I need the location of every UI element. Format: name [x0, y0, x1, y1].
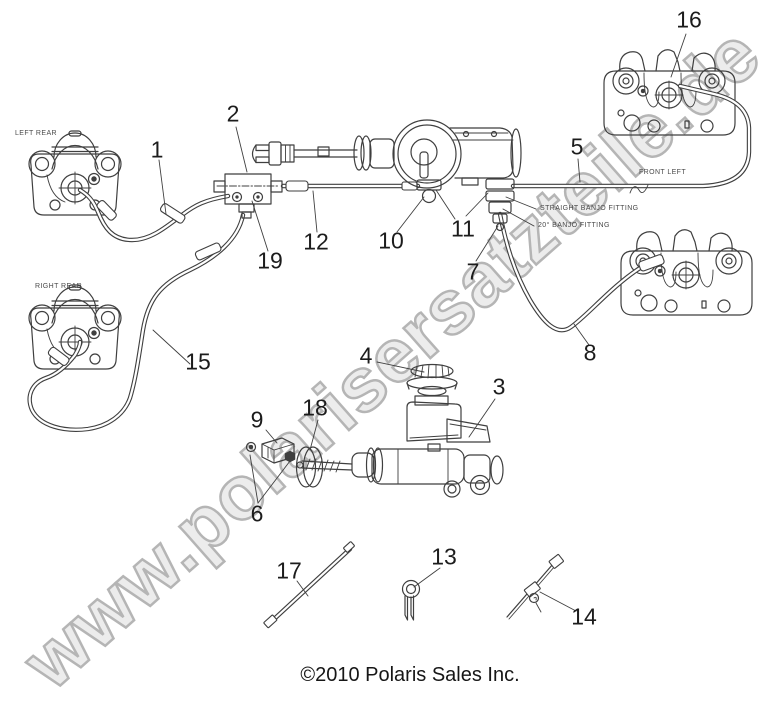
label-20-banjo: 20° BANJO FITTING — [538, 222, 610, 229]
callout-6: 6 — [250, 500, 264, 527]
callout-2: 2 — [226, 100, 240, 127]
tee-junction-drawing — [213, 173, 283, 219]
callout-3: 3 — [492, 373, 506, 400]
label-front-left: FRONT LEFT — [639, 169, 687, 176]
hose-right-rear-drawing — [27, 212, 246, 432]
hose-left-rear-drawing — [77, 187, 231, 243]
callout-18: 18 — [302, 394, 328, 421]
brake-line-12-drawing — [280, 180, 421, 192]
callout-9: 9 — [250, 406, 264, 433]
callout-19: 19 — [257, 247, 283, 274]
left-rear-caliper-drawing — [28, 130, 122, 216]
callout-16: 16 — [676, 6, 702, 33]
callout-1: 1 — [150, 136, 164, 163]
callout-7: 7 — [466, 258, 480, 285]
label-straight-banjo: STRAIGHT BANJO FITTING — [540, 205, 639, 212]
callout-15: 15 — [185, 348, 211, 375]
callout-14: 14 — [571, 603, 597, 630]
callout-10: 10 — [378, 227, 404, 254]
callout-11: 11 — [451, 215, 475, 242]
handlebar-master-cylinder-drawing — [251, 119, 522, 232]
callout-4: 4 — [359, 342, 373, 369]
foot-master-cylinder-drawing — [296, 363, 504, 498]
copyright-text: ©2010 Polaris Sales Inc. — [300, 664, 520, 686]
label-left-rear: LEFT REAR — [15, 130, 57, 137]
hose-front-left-drawing — [497, 211, 665, 333]
leader-lines — [152, 33, 687, 612]
rod-17-drawing — [263, 541, 355, 629]
callout-13: 13 — [431, 543, 457, 570]
boot-washer-drawing — [295, 446, 324, 488]
cable-tie-14-drawing — [506, 554, 564, 620]
callout-5: 5 — [570, 133, 584, 160]
label-right-rear: RIGHT REAR — [35, 283, 83, 290]
front-left-caliper-drawing — [620, 229, 753, 316]
brake-line-5-drawing — [510, 83, 752, 194]
callout-17: 17 — [276, 557, 302, 584]
clip-13-drawing — [401, 579, 421, 621]
callout-8: 8 — [583, 339, 597, 366]
callout-12: 12 — [303, 228, 329, 255]
clevis-pin-drawing — [245, 437, 296, 464]
